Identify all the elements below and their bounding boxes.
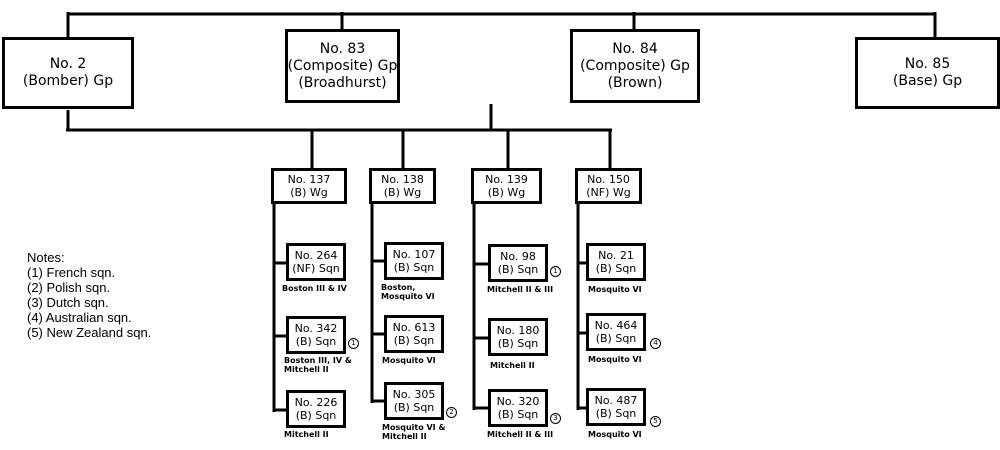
aircraft-label: Mosquito VI xyxy=(588,355,642,364)
group-box-no85: No. 85 (Base) Gp xyxy=(855,37,1000,109)
group-commander: (Broadhurst) xyxy=(298,74,387,91)
notes-heading: Notes: xyxy=(27,250,65,265)
aircraft-label: Mosquito VI & Mitchell II xyxy=(382,423,446,441)
wing-type: (B) Wg xyxy=(290,186,328,199)
note-marker: 4 xyxy=(650,338,661,349)
squadron-type: (NF) Sqn xyxy=(292,262,340,275)
note-marker: 1 xyxy=(348,338,359,349)
wing-number: No. 138 xyxy=(381,173,424,186)
squadron-number: No. 613 xyxy=(392,321,436,334)
squadron-type: (B) Sqn xyxy=(497,408,539,421)
group-type: (Composite) Gp xyxy=(287,57,398,74)
squadron-number: No. 98 xyxy=(500,250,536,263)
squadron-box-no180: No. 180 (B) Sqn xyxy=(488,318,548,356)
wing-box-no138: No. 138 (B) Wg xyxy=(369,168,436,204)
group-number: No. 85 xyxy=(904,56,951,72)
wing-type: (B) Wg xyxy=(487,186,526,199)
squadron-box-no320: No. 320 (B) Sqn xyxy=(488,389,548,427)
wing-box-no150: No. 150 (NF) Wg xyxy=(575,168,642,204)
squadron-number: No. 107 xyxy=(392,248,436,261)
squadron-type: (B) Sqn xyxy=(295,335,337,348)
aircraft-label: Mosquito VI xyxy=(588,430,642,439)
squadron-box-no21: No. 21 (B) Sqn xyxy=(586,243,646,281)
aircraft-label: Boston, Mosquito VI xyxy=(381,283,435,301)
squadron-box-no464: No. 464 (B) Sqn xyxy=(586,313,646,351)
squadron-type: (B) Sqn xyxy=(497,263,539,276)
aircraft-label: Mitchell II xyxy=(490,361,535,370)
aircraft-label: Mitchell II & III xyxy=(487,285,554,294)
note-item: (5) New Zealand sqn. xyxy=(27,325,152,340)
aircraft-label: Boston III, IV & Mitchell II xyxy=(284,356,352,374)
squadron-type: (B) Sqn xyxy=(595,332,637,345)
note-item: (1) French sqn. xyxy=(27,265,116,280)
squadron-box-no107: No. 107 (B) Sqn xyxy=(384,242,444,280)
wing-number: No. 139 xyxy=(485,173,528,186)
aircraft-label: Mosquito VI xyxy=(588,285,642,294)
squadron-number: No. 342 xyxy=(294,322,338,335)
squadron-number: No. 180 xyxy=(496,324,540,337)
note-marker: 2 xyxy=(446,407,457,418)
squadron-number: No. 320 xyxy=(496,395,540,408)
note-item: (4) Australian sqn. xyxy=(27,310,132,325)
group-box-no2: No. 2 (Bomber) Gp xyxy=(2,37,134,109)
group-number: No. 84 xyxy=(612,40,658,57)
squadron-type: (B) Sqn xyxy=(295,409,337,422)
squadron-type: (B) Sqn xyxy=(393,261,435,274)
squadron-type: (B) Sqn xyxy=(393,401,435,414)
squadron-box-no98: No. 98 (B) Sqn xyxy=(488,244,548,282)
aircraft-label: Mitchell II xyxy=(284,430,329,439)
wing-number: No. 150 xyxy=(587,173,630,186)
group-commander: (Brown) xyxy=(607,74,663,91)
wing-box-no137: No. 137 (B) Wg xyxy=(271,168,347,204)
squadron-number: No. 264 xyxy=(294,249,338,262)
squadron-number: No. 226 xyxy=(294,396,338,409)
squadron-box-no305: No. 305 (B) Sqn xyxy=(384,382,444,420)
group-number: No. 2 xyxy=(49,56,87,72)
wing-type: (B) Wg xyxy=(383,186,422,199)
aircraft-label: Boston III & IV xyxy=(282,284,347,293)
wing-box-no139: No. 139 (B) Wg xyxy=(471,168,542,204)
squadron-box-no264: No. 264 (NF) Sqn xyxy=(286,243,346,281)
group-box-no84: No. 84 (Composite) Gp (Brown) xyxy=(570,29,700,103)
squadron-box-no613: No. 613 (B) Sqn xyxy=(384,315,444,353)
group-type: (Bomber) Gp xyxy=(22,73,114,89)
note-marker: 3 xyxy=(550,413,561,424)
note-marker: 5 xyxy=(650,416,661,427)
squadron-box-no487: No. 487 (B) Sqn xyxy=(586,388,646,426)
notes-legend: Notes: (1) French sqn. (2) Polish sqn. (… xyxy=(27,250,151,340)
aircraft-label: Mitchell II & III xyxy=(487,430,554,439)
group-type: (Composite) Gp xyxy=(580,57,690,74)
group-type: (Base) Gp xyxy=(892,73,963,89)
squadron-number: No. 21 xyxy=(598,249,634,262)
squadron-type: (B) Sqn xyxy=(393,334,435,347)
group-box-no83: No. 83 (Composite) Gp (Broadhurst) xyxy=(285,29,400,103)
note-marker: 1 xyxy=(550,266,561,277)
note-item: (2) Polish sqn. xyxy=(27,280,111,295)
wing-type: (NF) Wg xyxy=(586,186,631,199)
squadron-number: No. 464 xyxy=(594,319,638,332)
squadron-box-no226: No. 226 (B) Sqn xyxy=(286,390,346,428)
squadron-number: No. 305 xyxy=(392,388,436,401)
aircraft-label: Mosquito VI xyxy=(382,356,436,365)
squadron-type: (B) Sqn xyxy=(595,262,637,275)
squadron-box-no342: No. 342 (B) Sqn xyxy=(286,316,346,354)
wing-number: No. 137 xyxy=(287,173,331,186)
squadron-type: (B) Sqn xyxy=(595,407,637,420)
squadron-number: No. 487 xyxy=(594,394,638,407)
note-item: (3) Dutch sqn. xyxy=(27,295,109,310)
squadron-type: (B) Sqn xyxy=(497,337,539,350)
group-number: No. 83 xyxy=(319,40,366,57)
